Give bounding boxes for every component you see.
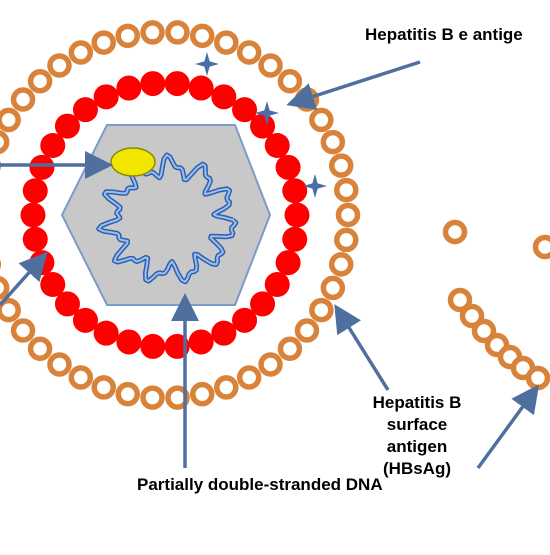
core-protein-bead (232, 308, 257, 333)
envelope-bead (280, 72, 299, 91)
polymerase-ellipse (111, 148, 155, 176)
free-surface-antigen-bead (536, 238, 550, 257)
envelope-bead (261, 56, 280, 75)
core-protein-bead (23, 178, 48, 203)
envelope-bead (312, 301, 331, 320)
envelope-bead (0, 110, 18, 129)
envelope-bead (193, 26, 212, 45)
envelope-bead (337, 230, 356, 249)
core-protein-bead (211, 84, 236, 109)
arrow-to-envelope (338, 310, 388, 390)
e-antigen-star (195, 52, 219, 76)
envelope-bead (217, 33, 236, 52)
envelope-bead (339, 206, 358, 225)
core-protein-bead (21, 203, 46, 228)
arrow-to-free-particles (478, 390, 535, 468)
envelope-bead (14, 321, 33, 340)
label-partially-double-stranded-dna: Partially double-stranded DNA (137, 474, 383, 496)
envelope-bead (0, 133, 7, 152)
envelope-bead (240, 43, 259, 62)
envelope-bead (193, 385, 212, 404)
core-protein-bead (29, 250, 54, 275)
label-surface-line-2: surface antigen (355, 414, 479, 458)
core-protein-bead (189, 329, 214, 354)
core-protein-bead (116, 76, 141, 101)
arrow-to-e-antigen (293, 62, 420, 103)
capsid-hexagon (62, 125, 270, 305)
envelope-bead (312, 110, 331, 129)
core-protein-bead (285, 203, 310, 228)
core-protein-bead (276, 155, 301, 180)
envelope-bead (14, 90, 33, 109)
envelope-bead (323, 133, 342, 152)
free-surface-antigen-bead (529, 369, 548, 388)
envelope-bead (217, 378, 236, 397)
envelope-bead (71, 368, 90, 387)
envelope-bead (94, 33, 113, 52)
label-hepatitis-b-e-antigen: Hepatitis B e antige (365, 24, 523, 46)
core-protein-bead (276, 250, 301, 275)
envelope-bead (31, 339, 50, 358)
label-surface-line-1: Hepatitis B (355, 392, 479, 414)
envelope-bead (50, 355, 69, 374)
core-protein-bead (94, 84, 119, 109)
core-protein-bead (29, 155, 54, 180)
core-protein-bead (165, 71, 190, 96)
core-protein-bead (282, 227, 307, 252)
core-protein-bead (94, 321, 119, 346)
core-protein-bead (140, 71, 165, 96)
core-protein-bead (282, 178, 307, 203)
envelope-bead (0, 278, 7, 297)
envelope-bead (31, 72, 50, 91)
core-protein-bead (40, 272, 65, 297)
envelope-bead (323, 278, 342, 297)
envelope-bead (50, 56, 69, 75)
envelope-bead (168, 23, 187, 42)
label-hepatitis-b-surface-antigen: Hepatitis B surface antigen (HBsAg) (355, 392, 479, 480)
envelope-bead (240, 368, 259, 387)
core-protein-bead (116, 329, 141, 354)
envelope-bead (280, 339, 299, 358)
core-protein-bead (211, 321, 236, 346)
envelope-bead (143, 23, 162, 42)
envelope-bead (261, 355, 280, 374)
envelope-bead (337, 181, 356, 200)
free-surface-antigen-bead (446, 223, 465, 242)
envelope-bead (118, 26, 137, 45)
envelope-bead (71, 43, 90, 62)
envelope-bead (332, 156, 351, 175)
envelope-bead (94, 378, 113, 397)
core-protein-bead (73, 97, 98, 122)
envelope-bead (143, 388, 162, 407)
envelope-bead (297, 321, 316, 340)
core-protein-bead (23, 227, 48, 252)
envelope-bead (332, 255, 351, 274)
core-protein-bead (189, 76, 214, 101)
core-protein-bead (265, 133, 290, 158)
free-surface-antigen-particles (446, 223, 550, 388)
core-protein-bead (140, 334, 165, 359)
envelope-bead (118, 385, 137, 404)
